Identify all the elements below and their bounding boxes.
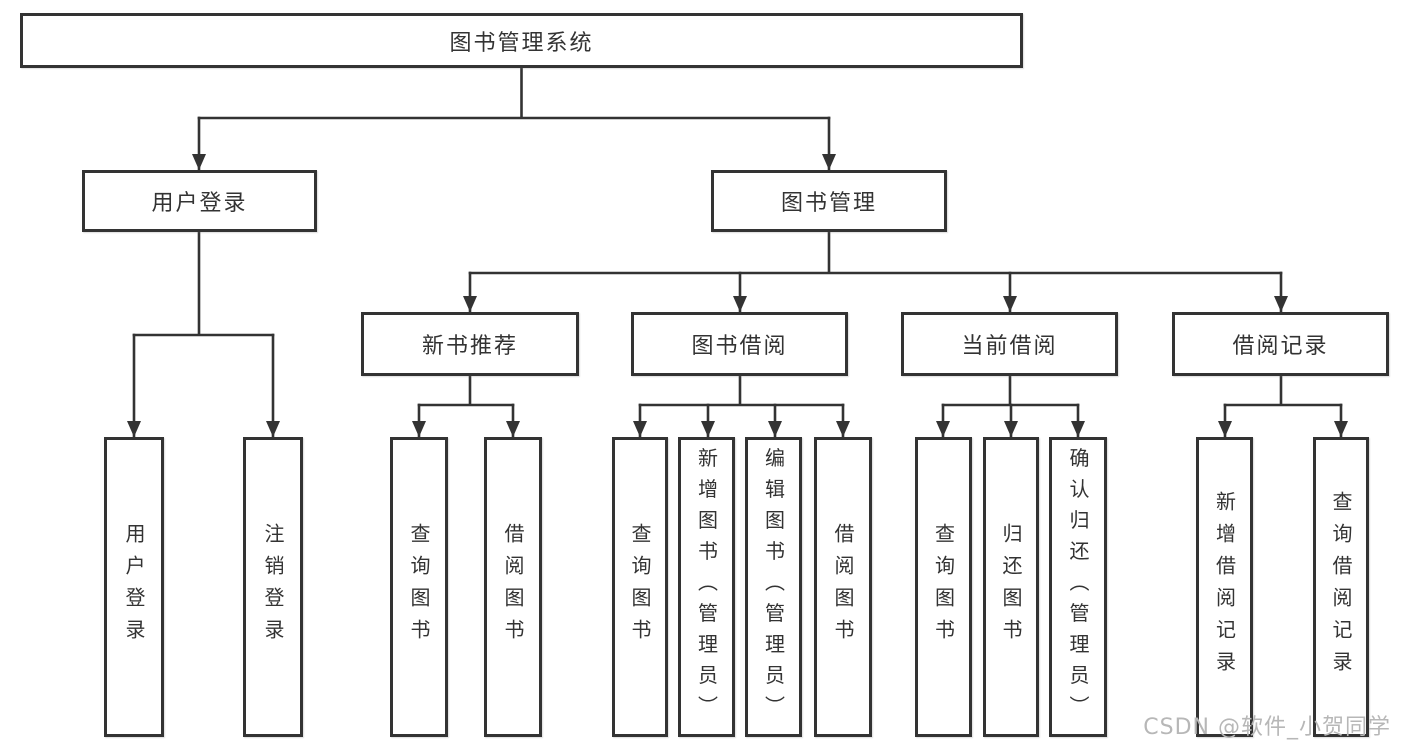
node-user-login-label: 用户登录: [151, 191, 248, 216]
node-book-borrowing-label: 图书借阅: [691, 334, 788, 359]
node-book-management: 图书管理: [711, 170, 947, 232]
leaf-confirm-return-admin: 确认归还（管理员）: [1049, 437, 1107, 737]
leaf-borrow-books-borrowing-label: 借阅图书: [831, 523, 855, 651]
node-new-book-recommendation: 新书推荐: [361, 312, 579, 376]
node-new-book-recommendation-label: 新书推荐: [421, 334, 518, 359]
leaf-query-borrow-record-label: 查询借阅记录: [1329, 491, 1353, 683]
node-root-label: 图书管理系统: [449, 30, 594, 56]
leaf-borrow-books-newrec-label: 借阅图书: [501, 523, 525, 651]
leaf-add-borrow-record-label: 新增借阅记录: [1212, 491, 1237, 683]
node-root-system: 图书管理系统: [20, 13, 1023, 68]
node-user-login: 用户登录: [82, 170, 317, 232]
leaf-add-books-admin-label: 新增图书（管理员）: [694, 447, 719, 727]
node-book-borrowing: 图书借阅: [631, 312, 848, 376]
leaf-add-borrow-record: 新增借阅记录: [1196, 437, 1253, 737]
leaf-logout-label: 注销登录: [261, 523, 285, 651]
leaf-add-books-admin: 新增图书（管理员）: [678, 437, 735, 737]
node-current-borrowing: 当前借阅: [901, 312, 1118, 376]
leaf-query-books-current-label: 查询图书: [931, 523, 956, 651]
leaf-query-borrow-record: 查询借阅记录: [1313, 437, 1369, 737]
leaf-user-login-label: 用户登录: [122, 523, 146, 651]
leaf-edit-books-admin: 编辑图书（管理员）: [745, 437, 802, 737]
csdn-watermark: CSDN @软件_小贺同学: [1143, 715, 1391, 740]
leaf-logout: 注销登录: [243, 437, 303, 737]
leaf-confirm-return-admin-label: 确认归还（管理员）: [1066, 447, 1090, 727]
node-book-management-label: 图书管理: [780, 191, 877, 216]
leaf-user-login: 用户登录: [104, 437, 164, 737]
leaf-return-books-label: 归还图书: [999, 523, 1023, 651]
leaf-query-books-newrec: 查询图书: [390, 437, 448, 737]
leaf-borrow-books-newrec: 借阅图书: [484, 437, 542, 737]
leaf-query-books-borrowing-label: 查询图书: [628, 523, 652, 651]
leaf-edit-books-admin-label: 编辑图书（管理员）: [761, 447, 786, 727]
leaf-query-books-borrowing: 查询图书: [612, 437, 668, 737]
leaf-return-books: 归还图书: [983, 437, 1039, 737]
node-borrowing-records: 借阅记录: [1172, 312, 1389, 376]
leaf-query-books-newrec-label: 查询图书: [407, 523, 431, 651]
node-current-borrowing-label: 当前借阅: [961, 334, 1058, 359]
leaf-query-books-current: 查询图书: [915, 437, 972, 737]
node-borrowing-records-label: 借阅记录: [1232, 334, 1329, 359]
leaf-borrow-books-borrowing: 借阅图书: [814, 437, 872, 737]
